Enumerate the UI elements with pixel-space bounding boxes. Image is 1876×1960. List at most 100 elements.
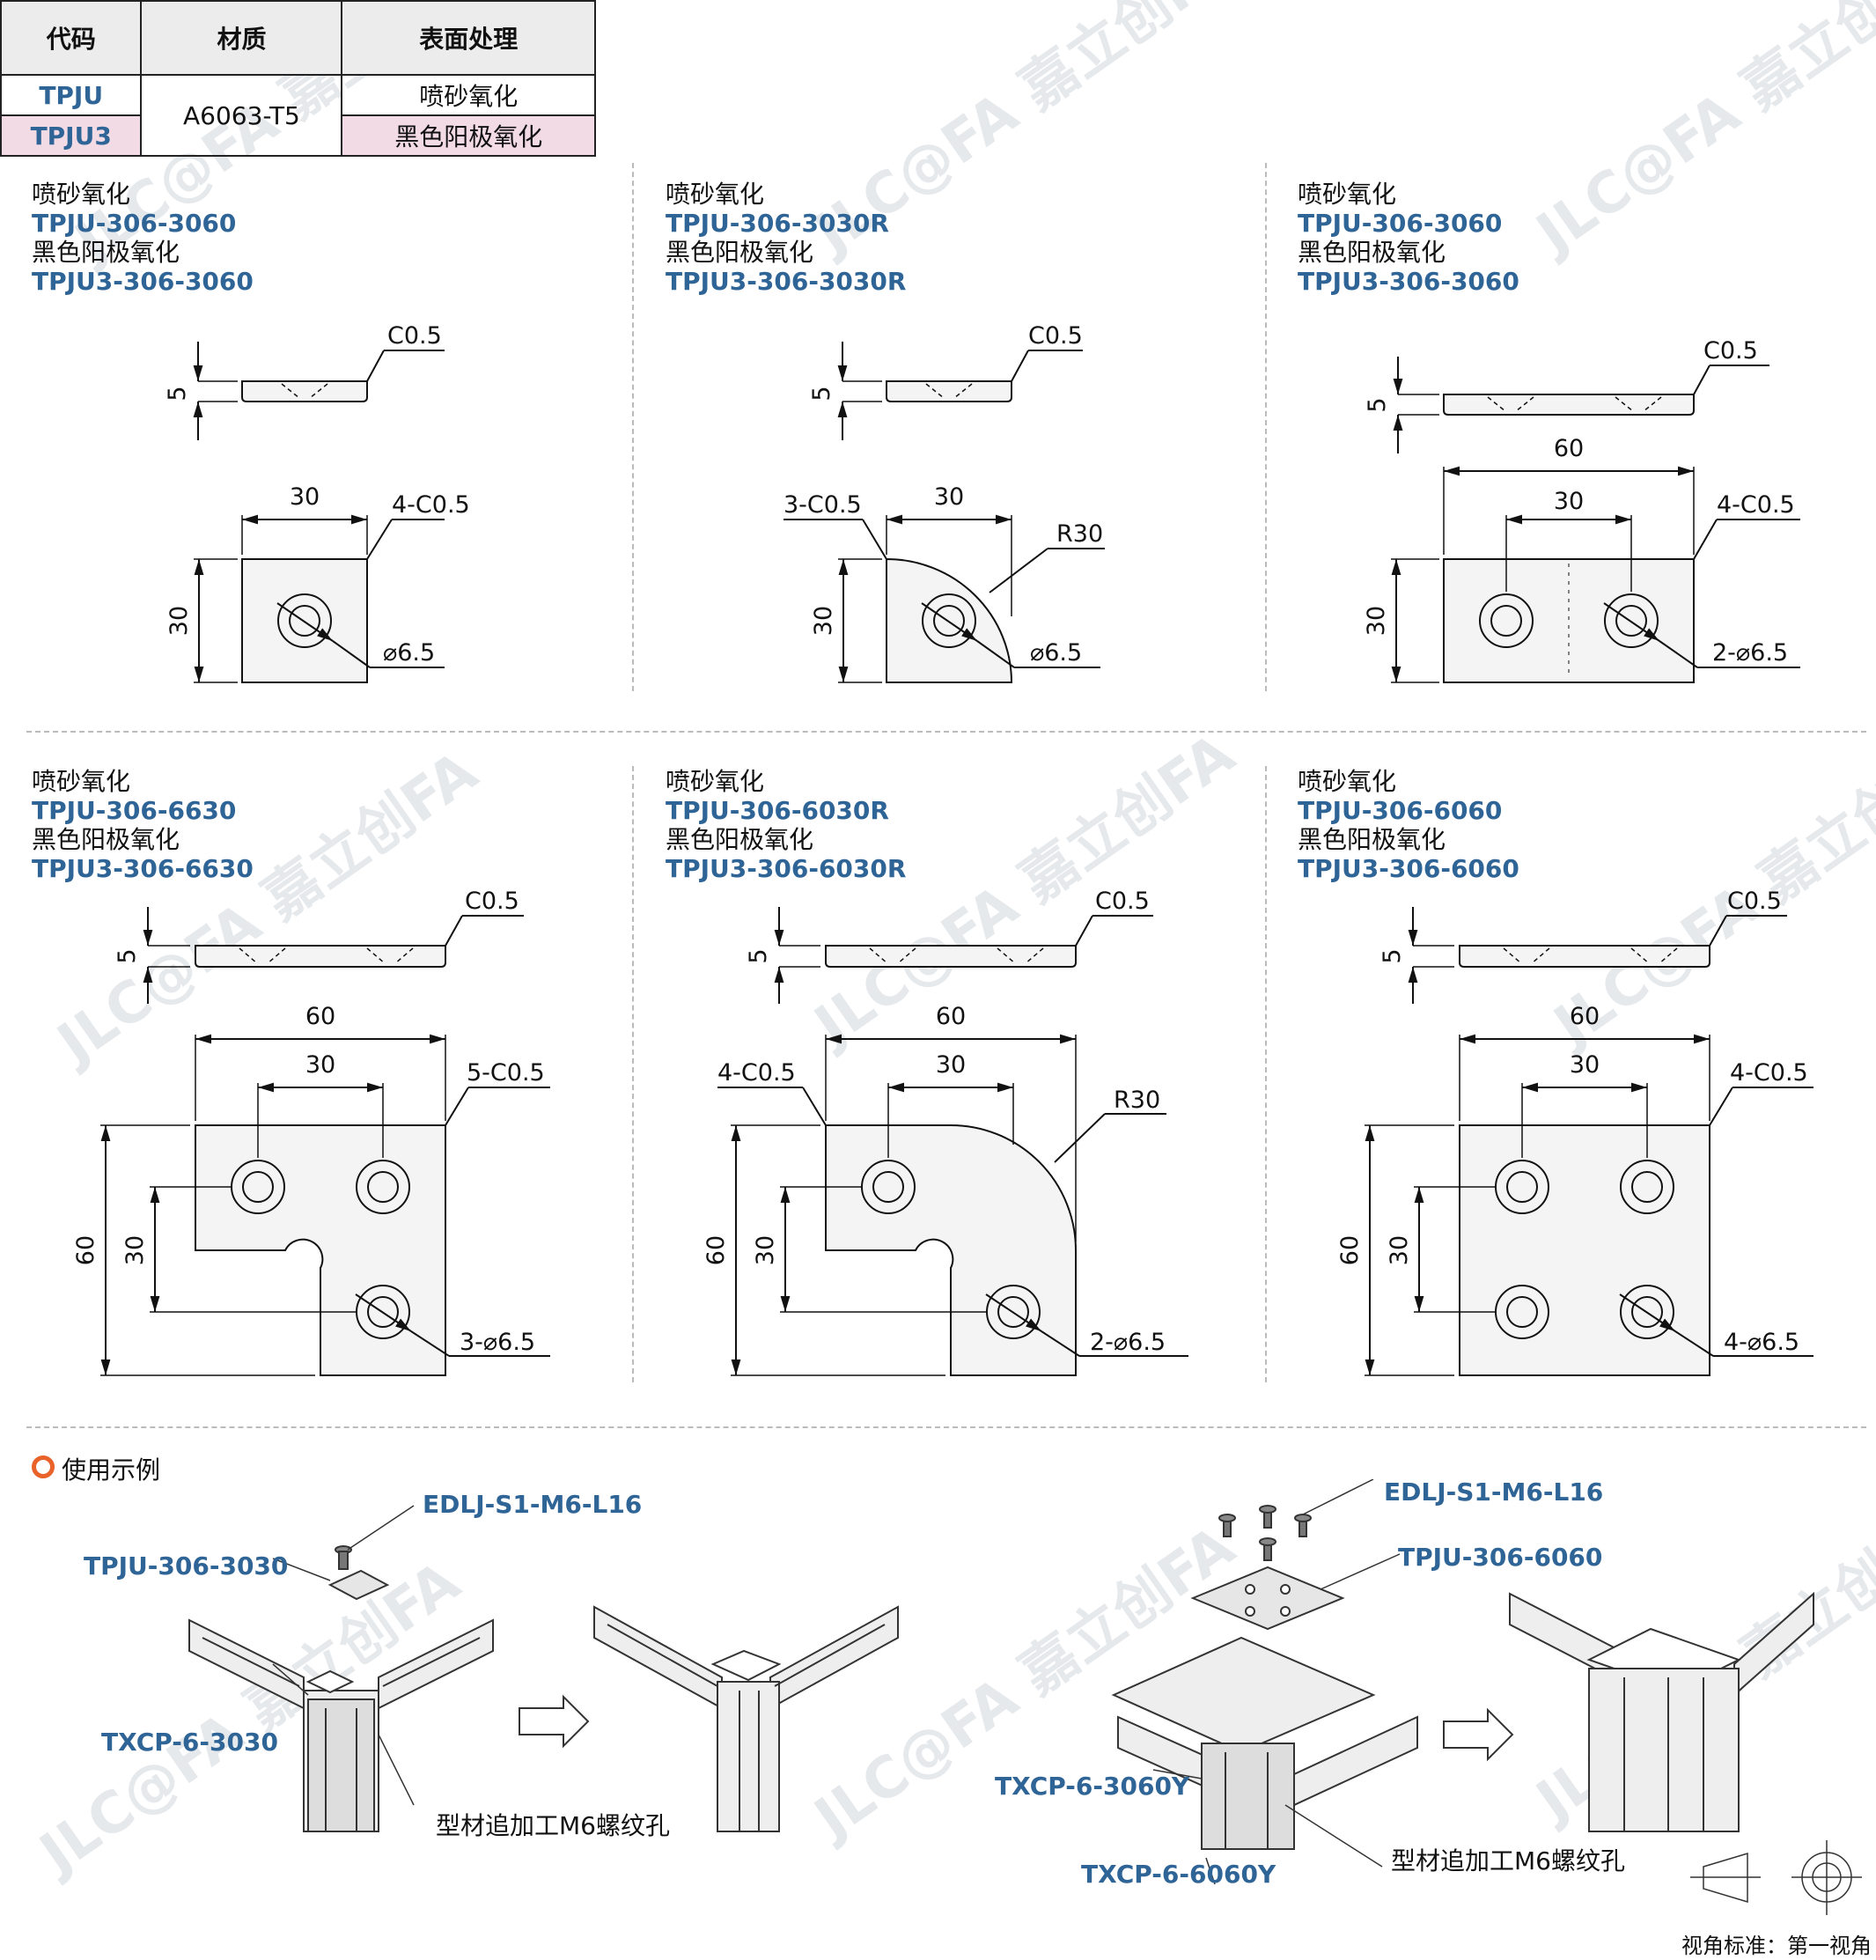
dim-text: 30 (934, 483, 964, 511)
dim-text: 5 (808, 386, 835, 401)
right-assembly-before (1111, 1479, 1418, 1885)
dim-text: 5 (1364, 397, 1391, 412)
left-assembly-before (188, 1505, 494, 1832)
dim-text: C0.5 (1703, 337, 1758, 365)
dim-text: 30 (810, 606, 837, 636)
bracket-label: TXCP-6-3060Y (995, 1772, 1190, 1801)
part6-side-view (1408, 907, 1787, 1004)
dim-text: ⌀6.5 (383, 639, 435, 667)
finish-text: 喷砂氧化 (666, 180, 765, 209)
dim-text: C0.5 (387, 322, 442, 350)
plate-label: TPJU-306-6060 (1398, 1543, 1603, 1572)
dim-text: 30 (305, 1051, 335, 1079)
dim-text: 30 (1363, 606, 1390, 636)
dim-text: 5 (164, 386, 191, 401)
part-code: TPJU3-306-6630 (32, 854, 254, 883)
part2-top-view (784, 514, 1105, 683)
usage-title: 使用示例 (62, 1455, 161, 1485)
part-code: TPJU-306-6630 (32, 796, 237, 825)
finish-text: 黑色阳极氧化 (32, 238, 180, 267)
part1-side-view (193, 342, 445, 440)
dim-text: 60 (1570, 1003, 1600, 1030)
note-label: 型材追加工M6螺纹孔 (1391, 1846, 1625, 1875)
header-material: 材质 (140, 0, 343, 76)
part-label: 喷砂氧化 TPJU-306-6060 黑色阳极氧化 TPJU3-306-6060 (1298, 767, 1519, 883)
material-cell: A6063-T5 (140, 74, 343, 157)
dim-text: 3-⌀6.5 (460, 1329, 535, 1356)
dim-text: 60 (1554, 435, 1584, 462)
divider (632, 766, 634, 1382)
dim-text: 30 (1386, 1235, 1413, 1265)
note-label: 型材追加工M6螺纹孔 (436, 1811, 670, 1840)
dim-text: 5 (114, 948, 141, 963)
dim-text: C0.5 (1727, 888, 1782, 915)
header-code: 代码 (0, 0, 143, 76)
part-code: TPJU-306-6030R (666, 796, 889, 825)
bracket-label: TXCP-6-6060Y (1081, 1860, 1276, 1889)
part-label: 喷砂氧化 TPJU-306-3060 黑色阳极氧化 TPJU3-306-3060 (1298, 180, 1519, 296)
dim-text: 3-C0.5 (784, 491, 862, 519)
dim-text: C0.5 (1028, 322, 1083, 350)
dim-text: 30 (121, 1235, 149, 1265)
finish-text: 黑色阳极氧化 (32, 825, 180, 854)
dim-text: 30 (166, 606, 193, 636)
dim-text: 5-C0.5 (467, 1059, 545, 1087)
plate-label: TPJU-306-3030 (84, 1551, 289, 1581)
first-angle-view-icon (1690, 1840, 1862, 1915)
part-code: TPJU3-306-3060 (1298, 267, 1519, 296)
dim-text: 30 (752, 1235, 779, 1265)
dim-text: 4-C0.5 (392, 491, 470, 519)
dim-text: 60 (936, 1003, 966, 1030)
part2-side-view (837, 342, 1083, 440)
divider (1265, 163, 1267, 691)
dim-text: 4-⌀6.5 (1724, 1329, 1799, 1356)
screw-label: EDLJ-S1-M6-L16 (1384, 1477, 1604, 1507)
part4-side-view (143, 907, 524, 1004)
left-assembly-after (593, 1605, 899, 1832)
dim-text: 2-⌀6.5 (1712, 639, 1788, 667)
dim-text: 30 (936, 1051, 966, 1079)
dim-text: 30 (290, 483, 320, 511)
dim-text: C0.5 (1095, 888, 1150, 915)
dim-text: 60 (703, 1235, 730, 1265)
part-label: 喷砂氧化 TPJU-306-3060 黑色阳极氧化 TPJU3-306-3060 (32, 180, 254, 296)
finish-cell: 黑色阳极氧化 (341, 114, 596, 157)
view-standard: 视角标准：第一视角 (1681, 1934, 1872, 1958)
dim-text: 2-⌀6.5 (1090, 1329, 1166, 1356)
part-code: TPJU-306-3030R (666, 209, 889, 238)
code-cell: TPJU (0, 74, 143, 116)
part5-side-view (774, 907, 1153, 1004)
divider (26, 731, 1866, 733)
finish-text: 黑色阳极氧化 (666, 238, 814, 267)
dim-text: 60 (305, 1003, 335, 1030)
dim-text: 60 (72, 1235, 99, 1265)
finish-text: 喷砂氧化 (32, 767, 131, 796)
part-code: TPJU-306-3060 (1298, 209, 1503, 238)
dim-text: 5 (745, 948, 772, 963)
finish-cell: 喷砂氧化 (341, 74, 596, 116)
part-code: TPJU-306-3060 (32, 209, 237, 238)
part-label: 喷砂氧化 TPJU-306-6030R 黑色阳极氧化 TPJU3-306-603… (666, 767, 906, 883)
part-code: TPJU3-306-6060 (1298, 854, 1519, 883)
part-label: 喷砂氧化 TPJU-306-6630 黑色阳极氧化 TPJU3-306-6630 (32, 767, 254, 883)
technical-drawings: C0.5 5 30 4-C0.5 30 ⌀6.5 C0.5 5 30 3-C0.… (72, 322, 1813, 1376)
dim-text: 4-C0.5 (1717, 491, 1795, 519)
dim-text: R30 (1114, 1087, 1160, 1114)
finish-text: 黑色阳极氧化 (1298, 825, 1446, 854)
dim-text: 30 (1570, 1051, 1600, 1079)
finish-text: 黑色阳极氧化 (1298, 238, 1446, 267)
part6-top-view (1365, 1034, 1813, 1376)
part-code: TPJU3-306-6030R (666, 854, 907, 883)
usage-illustrations (188, 1479, 1862, 1915)
bracket-label: TXCP-6-3030 (101, 1728, 278, 1757)
dim-text: 4-C0.5 (717, 1059, 796, 1087)
dim-text: 4-C0.5 (1730, 1059, 1808, 1087)
divider (1265, 766, 1267, 1382)
part-label: 喷砂氧化 TPJU-306-3030R 黑色阳极氧化 TPJU3-306-303… (666, 180, 906, 296)
finish-text: 黑色阳极氧化 (666, 825, 814, 854)
code-cell: TPJU3 (0, 114, 143, 157)
dim-text: 5 (1379, 948, 1406, 963)
dim-text: ⌀6.5 (1030, 639, 1082, 667)
finish-text: 喷砂氧化 (1298, 767, 1397, 796)
part1-top-view (194, 514, 445, 683)
